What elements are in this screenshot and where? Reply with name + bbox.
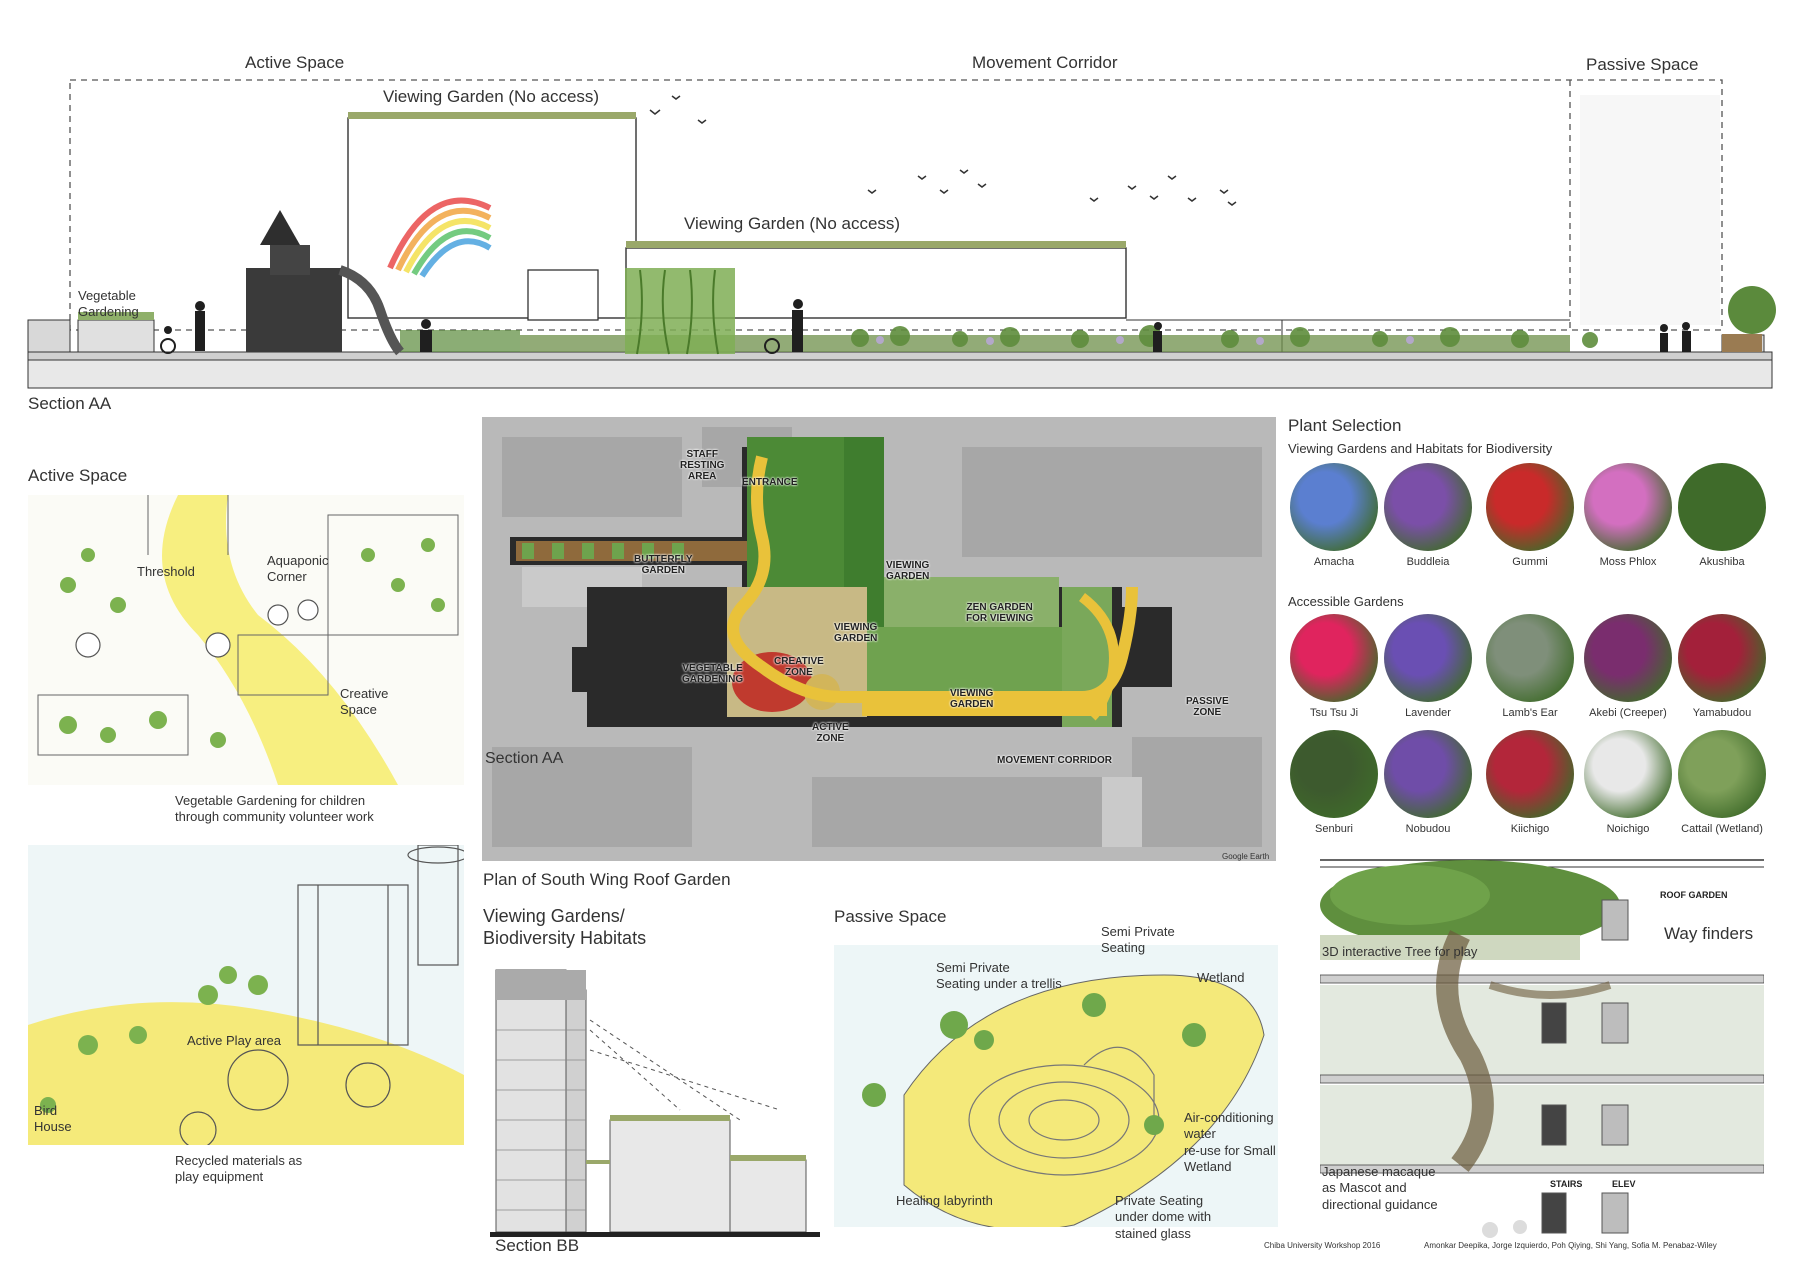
plan-label-zen: ZEN GARDEN FOR VIEWING [966,602,1034,624]
viewing-gardens-title: Viewing Gardens/ Biodiversity Habitats [483,906,647,948]
plant-name-group3-4: Cattail (Wetland) [1681,823,1763,835]
plan-label-butterfly: BUTTERFLY GARDEN [634,554,693,576]
roof-garden-label: ROOF GARDEN [1660,890,1728,900]
bird-house-label: Bird House [34,1103,72,1135]
vegetable-gardening-label: Vegetable Gardening [78,288,139,320]
plant-photo-group2-4 [1678,614,1766,702]
plant-name-group1-4: Akushiba [1699,556,1745,568]
plan-label-entrance: ENTRANCE [742,477,798,488]
plant-name-group2-2: Lamb's Ear [1502,707,1558,719]
plan-credit: Google Earth [1222,852,1270,861]
active-space-title: Active Space [28,466,128,485]
wayfinders-drawing [1320,859,1764,1238]
plan-drawing [482,417,1276,861]
plant-name-group3-0: Senburi [1315,823,1353,835]
aquaponic-label: Aquaponic Corner [267,553,329,585]
plant-photo-group1-1 [1384,463,1472,551]
plant-name-group1-3: Moss Phlox [1599,556,1657,568]
zone-label-passive: Passive Space [1586,55,1699,74]
plant-photo-group1-4 [1678,463,1766,551]
plant-photo-group2-0 [1290,614,1378,702]
plant-photo-group3-0 [1290,730,1378,818]
plant-name-group3-3: Noichigo [1606,823,1650,835]
sketch1-caption: Vegetable Gardening for children through… [175,793,374,825]
plant-photo-group1-3 [1584,463,1672,551]
plant-group1-title: Viewing Gardens and Habitats for Biodive… [1288,441,1553,456]
elev-label: ELEV [1612,1179,1636,1189]
plan-title: Plan of South Wing Roof Garden [483,870,731,889]
wetland-label: Wetland [1197,970,1245,985]
sketch2-caption: Recycled materials as play equipment [175,1153,303,1185]
plant-photo-group2-2 [1486,614,1574,702]
interactive-tree-label: 3D interactive Tree for play [1322,944,1478,959]
passive-space-title: Passive Space [834,907,947,926]
section-aa-drawing [27,79,1776,389]
plan-label-staff: STAFF RESTING AREA [680,449,725,482]
plant-group2-title: Accessible Gardens [1288,594,1404,609]
plan-label-creative: CREATIVE ZONE [774,656,824,678]
plan-label-passive: PASSIVE ZONE [1186,696,1229,718]
healing-labyrinth-label: Healing labyrinth [896,1193,993,1208]
plant-name-group2-0: Tsu Tsu Ji [1309,707,1359,719]
footer-authors: Amonkar Deepika, Jorge Izquierdo, Poh Qi… [1424,1241,1717,1250]
trellis-seating-label: Semi Private Seating under a trellis [936,960,1062,992]
plan-label-vegetable: VEGETABLE GARDENING [682,663,744,685]
plant-name-group3-2: Kiichigo [1510,823,1550,835]
plant-selection-title: Plant Selection [1288,416,1402,435]
plant-name-group3-1: Nobudou [1405,823,1451,835]
zone-label-movement: Movement Corridor [972,53,1118,72]
viewing-garden-upper-label: Viewing Garden (No access) [383,87,600,106]
section-bb-drawing [490,969,820,1237]
passive-space-drawing [834,945,1278,1227]
wayfinders-title: Way finders [1664,924,1754,943]
dome-seating-label: Private Seating under dome with stained … [1115,1193,1212,1241]
plant-photo-group3-1 [1384,730,1472,818]
plan-label-viewing-3: VIEWING GARDEN [950,688,994,710]
aircon-reuse-label: Air-conditioning water re-use for Small … [1184,1110,1276,1174]
plan-section-marker: Section AA [485,750,564,767]
plant-photo-group3-4 [1678,730,1766,818]
section-bb-label: Section BB [495,1236,580,1255]
plant-photo-group1-0 [1290,463,1378,551]
plant-name-group2-3: Akebi (Creeper) [1589,707,1667,719]
plant-name-group1-2: Gummi [1512,556,1548,568]
plant-name-group2-1: Lavender [1405,707,1451,719]
threshold-label: Threshold [137,564,195,579]
zone-label-active: Active Space [245,53,345,72]
macaque-label: Japanese macaque as Mascot and direction… [1322,1164,1438,1212]
plan-label-viewing-2: VIEWING GARDEN [834,622,878,644]
plant-photo-group1-2 [1486,463,1574,551]
viewing-garden-lower-label: Viewing Garden (No access) [684,214,901,233]
plant-photo-group3-2 [1486,730,1574,818]
sketch-vegetable-drawing [28,495,464,785]
section-aa-title: Section AA [28,394,112,413]
plant-photo-group2-3 [1584,614,1672,702]
plan-label-movement: MOVEMENT CORRIDOR [997,755,1112,766]
plant-photo-group3-3 [1584,730,1672,818]
stairs-label: STAIRS [1550,1179,1583,1189]
plant-name-group2-4: Yamabudou [1692,707,1752,719]
semi-private-seating-label: Semi Private Seating [1101,924,1175,956]
footer-workshop: Chiba University Workshop 2016 [1264,1241,1381,1250]
plan-label-active: ACTIVE ZONE [812,722,849,744]
plant-name-group1-0: Amacha [1313,556,1355,568]
plant-name-group1-1: Buddleia [1406,556,1450,568]
plant-photo-group2-1 [1384,614,1472,702]
active-play-area-label: Active Play area [187,1033,281,1048]
sketch-play-drawing [28,845,464,1145]
plan-label-viewing-1: VIEWING GARDEN [886,560,930,582]
creative-space-label: Creative Space [340,686,389,718]
